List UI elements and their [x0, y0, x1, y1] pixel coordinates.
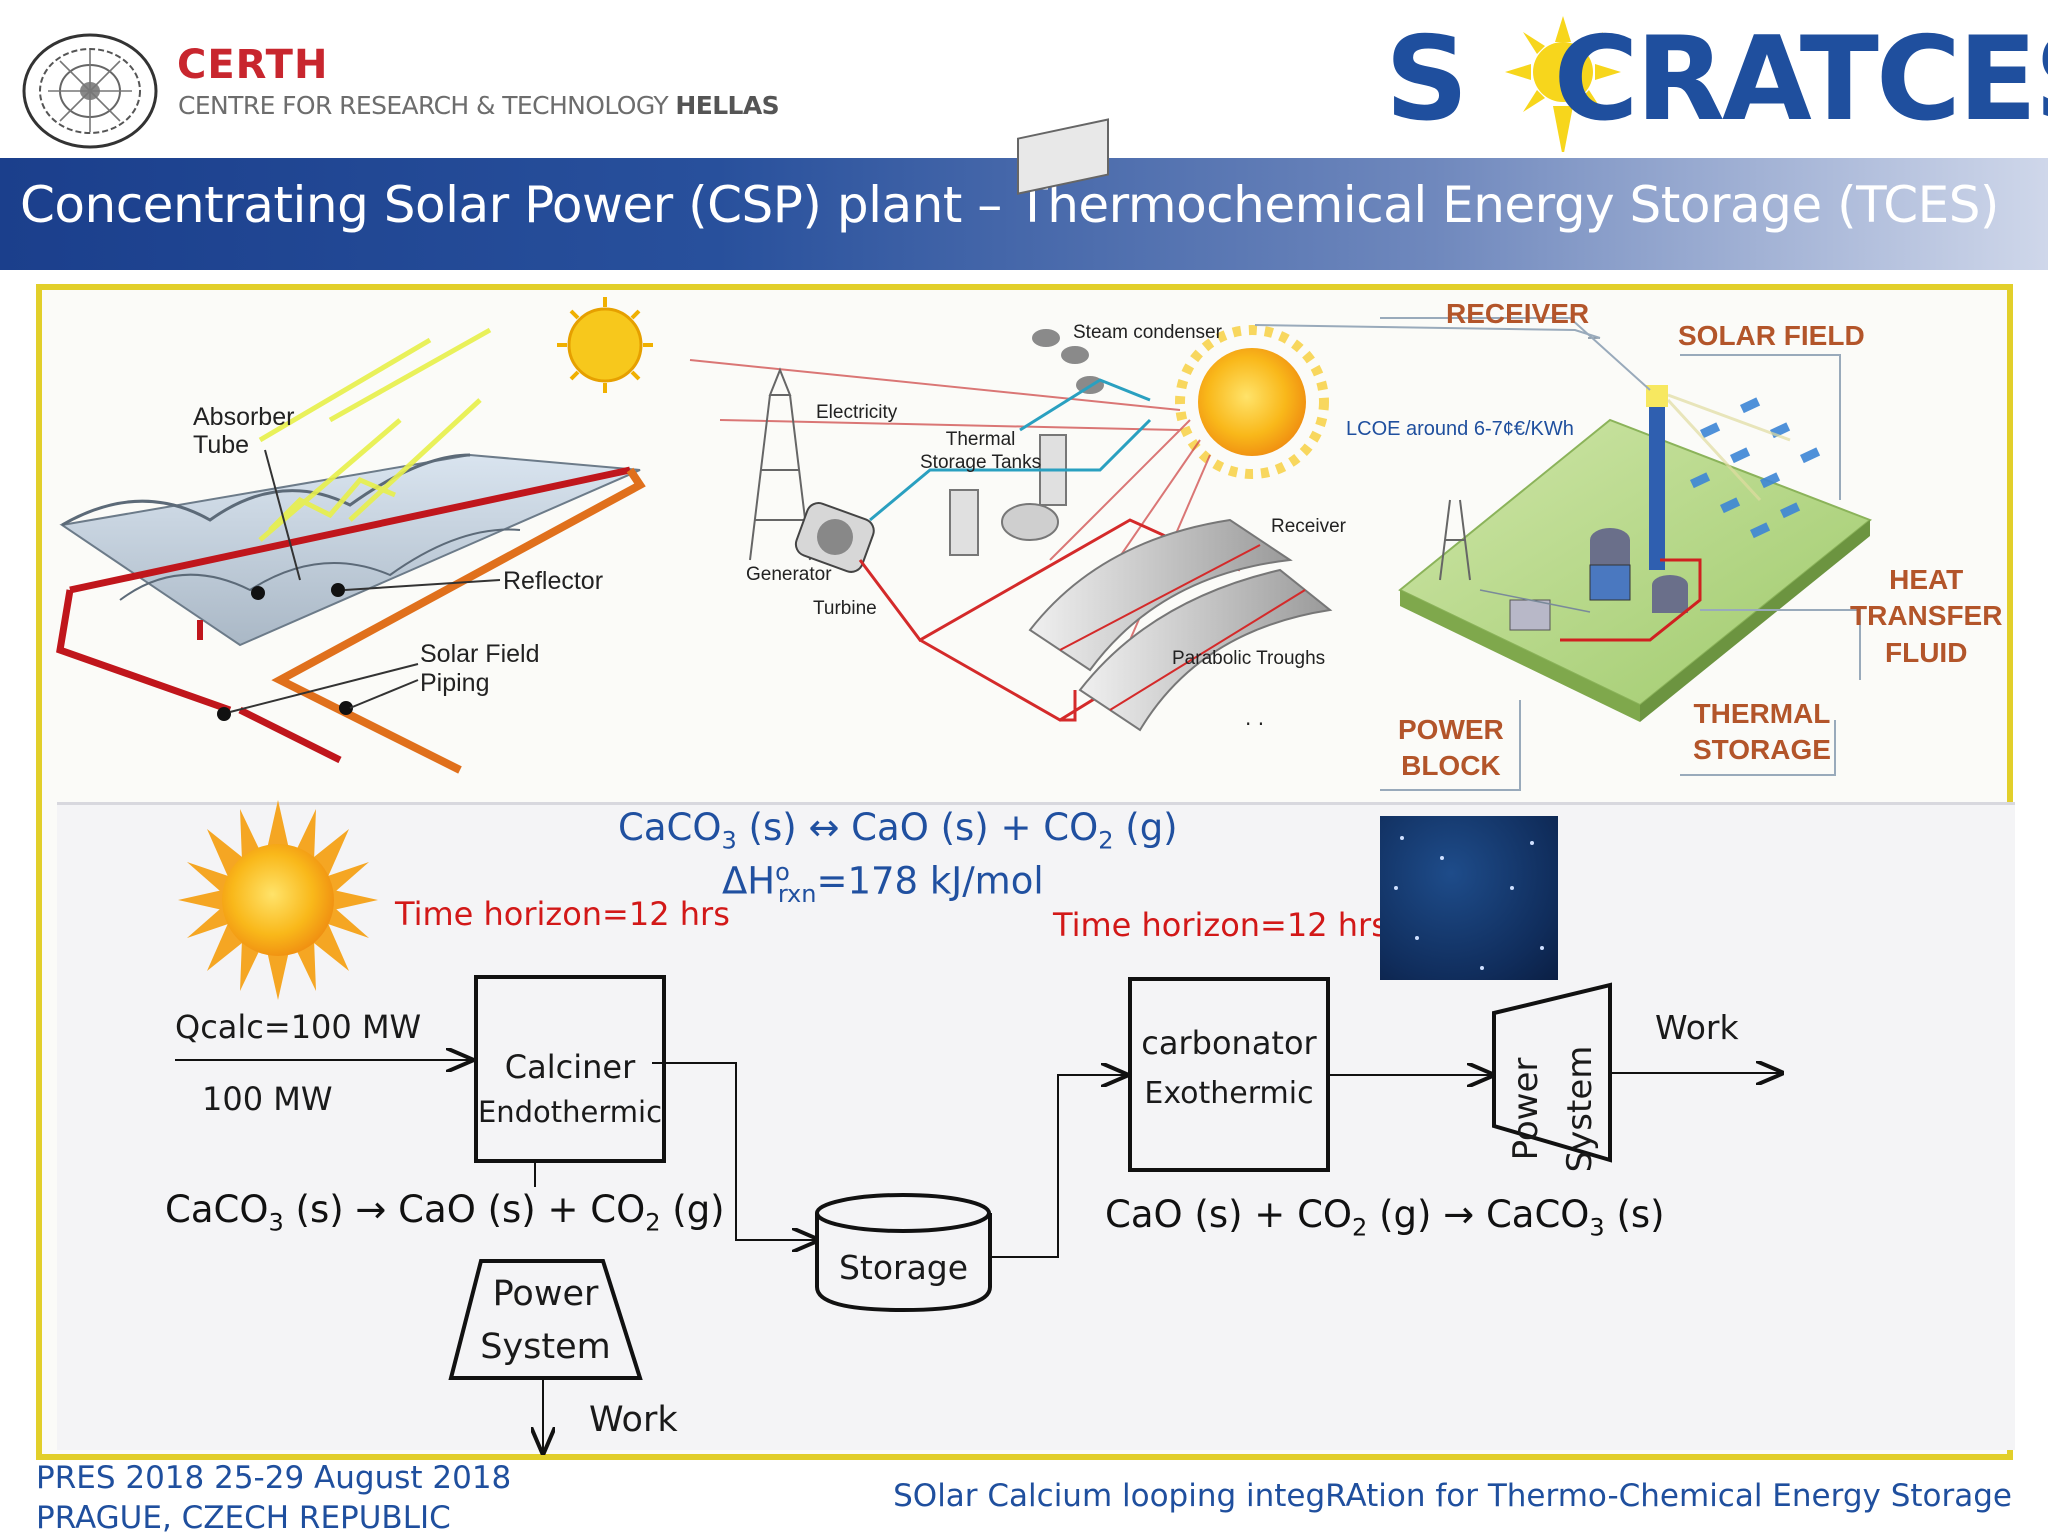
receiver-label: Receiver	[1271, 516, 1346, 537]
project-logo-left: S	[1385, 12, 1469, 147]
sun-icon	[178, 800, 378, 1000]
power-system-day-shape	[448, 1259, 643, 1380]
storage-vessel	[815, 1193, 992, 1313]
csp-plant-illustration: . .	[689, 118, 1333, 732]
reaction-enthalpy: ΔHorxn=178 kJ/mol	[722, 858, 1044, 908]
certh-emblem-icon	[22, 33, 158, 149]
conference-line-2: PRAGUE, CZECH REPUBLIC	[36, 1500, 451, 1536]
process-flow-lines	[175, 1060, 1782, 1453]
calciner-box	[474, 975, 666, 1163]
reflector-label: Reflector	[503, 567, 604, 595]
conference-info: PRES 2018 25-29 August 2018 PRAGUE, CZEC…	[36, 1458, 511, 1536]
svg-text:. .: . .	[1245, 706, 1264, 730]
tower-solar-field-label: SOLAR FIELD	[1678, 320, 1865, 351]
certh-subtitle-light: CENTRE FOR RESEARCH & TECHNOLOGY	[178, 91, 676, 120]
certh-name: CERTH	[177, 42, 329, 88]
parabolic-trough-illustration	[56, 297, 653, 774]
certh-subtitle: CENTRE FOR RESEARCH & TECHNOLOGY HELLAS	[178, 91, 780, 120]
calcination-reaction: CaCO3 (s) → CaO (s) + CO2 (g)	[165, 1188, 725, 1237]
turbine-label: Turbine	[813, 598, 877, 619]
plant-sun-icon	[1175, 325, 1329, 479]
work-day-label: Work	[589, 1400, 678, 1440]
input-power-label: 100 MW	[202, 1080, 333, 1118]
steam-condenser-label: Steam condenser	[1073, 322, 1222, 343]
process-panel	[57, 802, 2015, 1450]
carbonator-subtitle: Exothermic	[1144, 1076, 1314, 1111]
overall-reaction: CaCO3 (s) ↔ CaO (s) + CO2 (g)	[618, 806, 1178, 855]
conference-line-1: PRES 2018 25-29 August 2018	[36, 1460, 512, 1496]
q-calc-label: Qcalc=100 MW	[175, 1008, 422, 1046]
time-horizon-day: Time horizon=12 hrs	[395, 895, 730, 933]
carbonation-reaction: CaO (s) + CO2 (g) → CaCO3 (s)	[1105, 1193, 1665, 1242]
time-horizon-night: Time horizon=12 hrs	[1053, 906, 1388, 944]
logo-sun-icon	[1505, 16, 1621, 152]
project-full-name: SOlar Calcium looping integRAtion for Th…	[893, 1478, 2012, 1514]
small-sun-icon	[557, 297, 653, 393]
carbonator-title: carbonator	[1141, 1024, 1317, 1062]
calciner-title: Calciner	[504, 1048, 636, 1086]
storage-label: Storage	[838, 1248, 969, 1287]
moon-icon	[1380, 816, 1558, 980]
project-logo-right: CRATCES	[1553, 12, 2048, 147]
parabolic-troughs-label: Parabolic Troughs	[1172, 648, 1326, 669]
carbonator-box	[1128, 977, 1330, 1172]
calciner-subtitle: Endothermic	[477, 1095, 663, 1129]
certh-subtitle-bold: HELLAS	[675, 91, 780, 120]
slide-title: Concentrating Solar Power (CSP) plant – …	[20, 176, 1999, 234]
tower-receiver-label: RECEIVER	[1446, 298, 1590, 329]
generator-label: Generator	[746, 564, 832, 585]
lcoe-label: LCOE around 6-7¢€/KWh	[1346, 418, 1574, 440]
work-night-label: Work	[1655, 1008, 1739, 1047]
project-logo-text: S CRATCES	[1385, 12, 2048, 147]
power-system-night-shape	[1492, 982, 1612, 1163]
solar-tower-illustration	[1254, 317, 1872, 791]
electricity-label: Electricity	[816, 402, 898, 423]
socratces-logo: S CRATCES	[1385, 2, 2048, 152]
